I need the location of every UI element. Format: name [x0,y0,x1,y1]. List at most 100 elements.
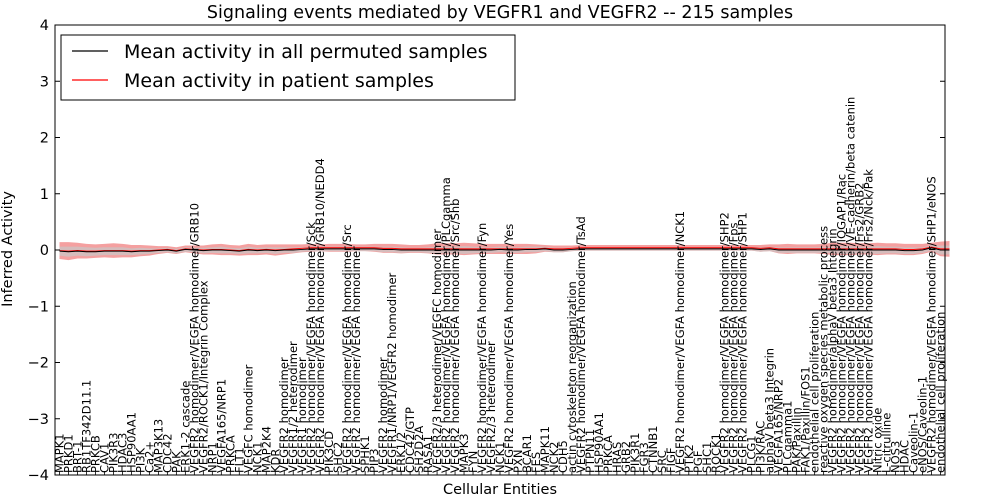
x-tick-label: MAP2K4 [259,426,273,473]
x-tick-label: VEGFR2 homodimer/VEGFA homodimer/Fyn [475,223,489,473]
x-tick-label: FYN [466,451,480,473]
x-tick-label: VEGFR2 homodimer/VEGFA homodimer [349,246,363,473]
x-tick-label: MAPK11 [538,426,552,473]
y-tick-label: 0 [40,243,49,259]
x-tick-label: FIGF [664,447,678,473]
x-tick-label: PRKCA [601,435,615,473]
x-tick-label: VEGFA165/NRP2 [772,379,786,473]
x-tick-label: SHC2 [331,442,345,473]
y-tick-label: 4 [40,18,49,34]
x-tick-label: Caveolin-1 [907,412,921,473]
x-tick-label: VEGFR2/3 heterodimer [484,341,498,473]
x-tick-label: Ca2+ [142,441,156,473]
x-tick-label: SPHK1 [358,435,372,473]
y-tick-label: −2 [28,356,49,372]
x-tick-label: VEGFR2 homodimer/VEGFA homodimer/TsAd [574,216,588,473]
x-tick-label: ROCK1 [709,433,723,473]
x-tick-label: HDAC [898,440,912,473]
x-tick-label: VEGFR2 homodimer/VEGFA homodimer/Frs2/GR… [853,183,867,473]
x-tick-label: VEGFR2 homodimer/VEGFA homodimer/GRB10 [187,203,201,473]
legend: Mean activity in all permuted samples Me… [60,34,516,101]
x-tick-label: VEGFR2 homodimer/VEGFA homodimer/SHP1/eN… [925,176,939,473]
x-tick-label: alphaV beta3 Integrin [763,348,777,473]
x-tick-label: PXN [511,450,525,473]
x-tick-label: VEGFR2 homodimer/VEGFA homodimer/Sck [304,222,318,473]
x-tick-label: VEGFR2/ROCK1/Integrin Complex [196,280,210,473]
x-tick-label: HRAS [610,442,624,473]
x-tick-label: NCK2 [547,442,561,474]
x-tick-label: VEGFR2 homodimer/VEGFA homodimer/NCK1 [673,211,687,473]
x-tick-label: NRP1 [205,442,219,473]
x-tick-label: PRKCB [88,435,102,473]
x-tick-label: actin cytoskeleton reorganization [565,281,579,473]
y-tick-label: 1 [40,187,49,203]
x-tick-label: VEGFR2 homodimer [376,357,390,473]
x-tick-label: RB1TF342D11.1 [79,380,93,473]
x-tick-label: PGF [691,451,705,473]
x-tick-label: HSP90AA1 [124,412,138,473]
x-tick-label: BRT-1 [70,441,84,473]
x-tick-label: VEGFR2 homodimer/VEGFA homodimer/SHP1 [736,212,750,473]
x-tick-label: CAV1 [97,443,111,473]
x-axis-label: Cellular Entities [443,482,557,498]
x-tick-label: PLCG1 [745,435,759,473]
x-tick-label: PRKD1 [61,434,75,473]
x-tick-label: L-citrulline [880,413,894,473]
x-tick-label: FGR3 [637,442,651,473]
x-tick-label: VEGFR2/3 heterodimer/VEGFC homodimer [430,229,444,473]
permuted-line [59,247,950,253]
x-tick-label: MAPK3 [457,433,471,473]
x-tick-label: PIK3R1 [628,433,642,474]
x-tick-label: VEGFR1 homodimer [295,357,309,473]
legend-label-patient: Mean activity in patient samples [124,70,434,92]
x-tick-label: VEGFR2 homodimer/VEGFA homodimer/GRB10/N… [313,158,327,473]
patient-line [59,246,950,252]
y-tick-label: −3 [28,412,49,428]
y-tick-label: 2 [40,131,49,147]
legend-label-permuted: Mean activity in all permuted samples [124,41,487,63]
x-tick-label: VEGFA165/NRP1 [214,379,228,473]
x-tick-label: FLT1 [232,447,246,473]
x-tick-label: VEGFR2 homodimer/VEGFA homodimer/Src [340,224,354,473]
x-tick-label: SHC1 [700,442,714,473]
x-tick-label: PTK2 [682,444,696,473]
x-tick-label: ERK1/2 [394,432,408,473]
series-lines [59,246,950,253]
x-tick-label: eNOS/Caveolin-1 [916,376,930,473]
x-tick-label: MAPK1 [52,433,66,473]
x-tick-label: NCK1 [493,442,507,474]
y-tick-label: −1 [28,299,49,315]
x-tick-label: SH2D2A [412,426,426,473]
x-tick-label: PAK/Paxillin [790,407,804,473]
x-tick-label: reactive oxygen species metabolic proces… [817,226,831,473]
x-tick-label: PI3K/RAC [754,421,768,473]
chart-title: Signaling events mediated by VEGFR1 and … [207,3,793,23]
y-axis-label: Inferred Activity [0,191,16,307]
x-tick-label: VEGFR1/NRP1/VEGFR2 homodimer [385,272,399,473]
x-tick-label: VEGFR2 homodimer/VEGFA homodimer/SHP2 [718,212,732,473]
x-tick-label: NCK1 [250,442,264,474]
x-tick-label: RASA1 [421,435,435,473]
y-tick-label: 3 [40,74,49,90]
x-tick-label: GRB2 [619,441,633,473]
x-tick-label: KDR [268,449,282,473]
x-tick-label: NOS3 [889,441,903,473]
x-tick-label: VEGFR2 homodimer/alphaV beta3 Integrin [826,228,840,473]
x-tick-label: ERK1-2 cascade [178,381,192,473]
x-tick-label: BCAR1 [520,434,534,473]
x-tick-label: PI3K [133,447,147,473]
legend-box [60,34,516,101]
x-tick-label: PRKCA [223,435,237,473]
x-tick-label: endothelial cell proliferation [934,312,948,473]
x-tick-label: PAK [169,451,183,473]
x-tick-label: VEGFR2 homodimer/VEGFA homodimer/Fps [727,222,741,473]
x-tick-label: CDC42/GTP [403,407,417,473]
x-tick-label: FES [529,452,543,473]
x-tick-label: VEGFR2 homodimer/VEGFA homodimer/PLCgamm… [439,177,453,473]
x-tick-label: PTPN11 [583,429,597,473]
x-tick-label: PLCgamma1 [781,401,795,474]
x-tick-label: CTNNB1 [646,426,660,473]
